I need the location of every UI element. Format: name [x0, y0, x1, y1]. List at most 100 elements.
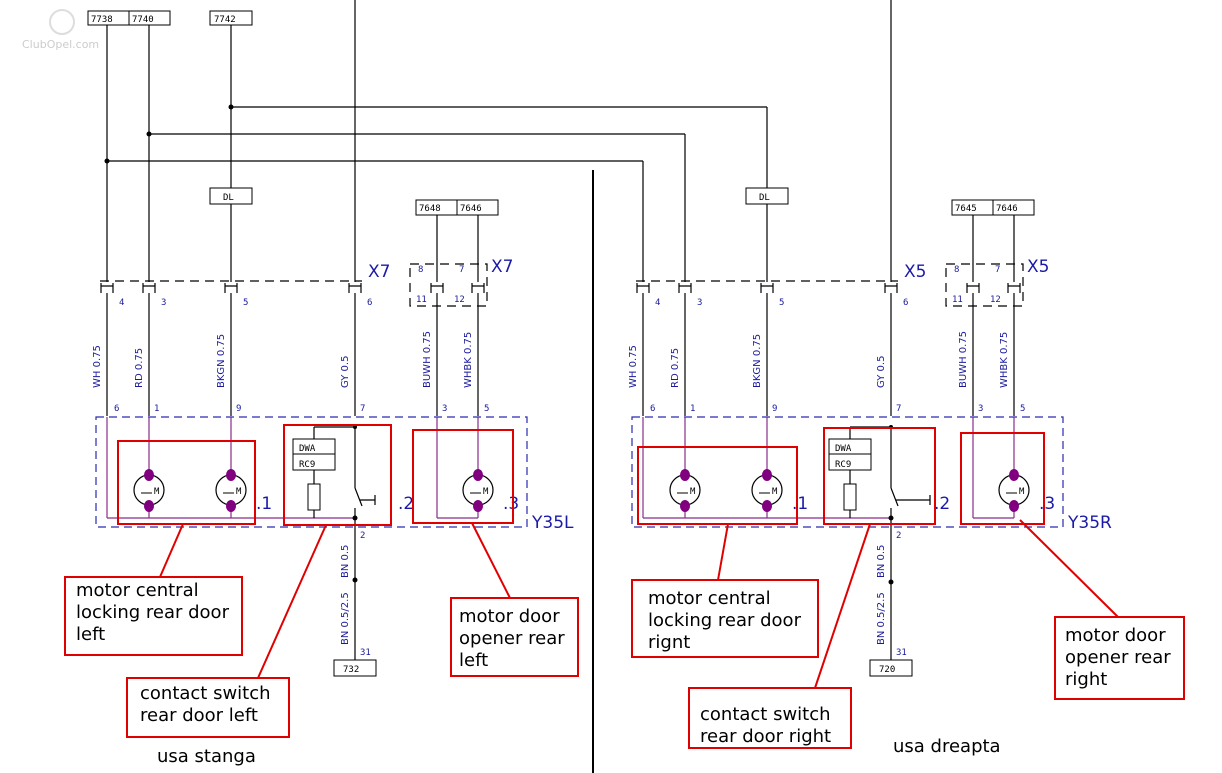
svg-text:opener rear: opener rear [459, 628, 565, 649]
svg-text:1: 1 [690, 404, 695, 414]
svg-text:X7: X7 [491, 257, 513, 277]
svg-text:7646: 7646 [996, 204, 1018, 214]
svg-text:DL: DL [759, 193, 770, 203]
motor-icon: M [215, 469, 247, 512]
svg-text:4: 4 [119, 298, 124, 308]
connector-x5-right: X5 4 3 5 6 [636, 262, 926, 308]
svg-text:7646: 7646 [460, 204, 482, 214]
svg-text:M: M [154, 487, 160, 497]
svg-text:motor central: motor central [648, 588, 771, 609]
label-opener-left: motor door opener rear left [450, 597, 579, 677]
svg-text:Y35R: Y35R [1067, 513, 1112, 533]
svg-text:3: 3 [161, 298, 166, 308]
svg-text:BN 0.5: BN 0.5 [876, 545, 887, 578]
svg-text:3: 3 [978, 404, 983, 414]
svg-text:X7: X7 [368, 262, 390, 282]
svg-text:11: 11 [416, 295, 427, 305]
svg-text:locking rear door: locking rear door [648, 610, 802, 631]
ground-left: 2 BN 0.5 BN 0.5/2.5 31 732 [333, 531, 377, 677]
svg-text:7: 7 [459, 265, 464, 275]
label-opener-right: motor door opener rear right [1054, 616, 1185, 700]
svg-text:M: M [690, 487, 696, 497]
svg-text:2: 2 [896, 531, 901, 541]
svg-text:X5: X5 [904, 262, 926, 282]
svg-text:7: 7 [360, 404, 365, 414]
svg-text:4: 4 [655, 298, 660, 308]
svg-text:RC9: RC9 [299, 460, 315, 470]
svg-text:31: 31 [896, 648, 907, 658]
svg-text:720: 720 [879, 665, 895, 675]
side-label-left: usa stanga [157, 746, 256, 767]
svg-text:left: left [76, 624, 105, 645]
fuse-group-right-pair: 7645 7646 [951, 199, 1035, 282]
svg-text:WHBK 0.75: WHBK 0.75 [463, 332, 474, 388]
svg-text:BUWH 0.75: BUWH 0.75 [422, 331, 433, 388]
svg-text:5: 5 [243, 298, 248, 308]
svg-text:.2: .2 [934, 494, 950, 514]
label-contact-switch-left: contact switch rear door left [126, 677, 290, 738]
svg-text:5: 5 [484, 404, 489, 414]
svg-text:DWA: DWA [835, 444, 852, 454]
svg-text:5: 5 [779, 298, 784, 308]
svg-text:BUWH 0.75: BUWH 0.75 [958, 331, 969, 388]
svg-text:.1: .1 [792, 494, 808, 514]
svg-text:7645: 7645 [955, 204, 977, 214]
svg-text:2: 2 [360, 531, 365, 541]
svg-text:.3: .3 [1039, 494, 1055, 514]
svg-text:.1: .1 [256, 494, 272, 514]
ground-right: 2 BN 0.5 BN 0.5/2.5 31 720 [869, 531, 913, 677]
label-motor-central-left: motor central locking rear door left [64, 576, 243, 656]
svg-text:rear door right: rear door right [700, 726, 831, 747]
dl-box-right: DL [745, 187, 789, 205]
watermark-text: ClubOpel.com [22, 38, 99, 51]
svg-text:.2: .2 [398, 494, 414, 514]
annotation-highlights-right [637, 427, 1119, 689]
svg-text:.3: .3 [503, 494, 519, 514]
annotation-highlights-left [117, 424, 514, 679]
svg-text:3: 3 [697, 298, 702, 308]
svg-text:12: 12 [454, 295, 465, 305]
svg-text:opener rear: opener rear [1065, 647, 1171, 668]
svg-text:12: 12 [990, 295, 1001, 305]
side-label-right: usa dreapta [893, 736, 1001, 757]
svg-text:3: 3 [442, 404, 447, 414]
svg-text:right: right [1065, 669, 1107, 690]
svg-text:1: 1 [154, 404, 159, 414]
svg-text:6: 6 [903, 298, 908, 308]
connector-x5-side: X5 8 7 11 12 [945, 257, 1049, 307]
harness-right: WH 0.75 RD 0.75 BKGN 0.75 GY 0.5 BUWH 0.… [628, 293, 1025, 416]
svg-text:contact switch: contact switch [140, 683, 271, 704]
svg-text:RD 0.75: RD 0.75 [670, 348, 681, 388]
fuse-group-top-mid: 7742 [209, 10, 253, 26]
motor-icon: M [669, 469, 701, 512]
svg-text:WH 0.75: WH 0.75 [628, 345, 639, 388]
svg-text:6: 6 [114, 404, 119, 414]
svg-text:WHBK 0.75: WHBK 0.75 [999, 332, 1010, 388]
svg-text:DWA: DWA [299, 444, 316, 454]
svg-text:motor central: motor central [76, 580, 199, 601]
svg-text:M: M [236, 487, 242, 497]
svg-text:GY 0.5: GY 0.5 [876, 356, 887, 388]
svg-text:6: 6 [650, 404, 655, 414]
svg-text:31: 31 [360, 648, 371, 658]
svg-text:11: 11 [952, 295, 963, 305]
svg-text:BN 0.5/2.5: BN 0.5/2.5 [876, 592, 887, 645]
svg-text:M: M [483, 487, 489, 497]
motor-icon: M [998, 469, 1030, 512]
svg-text:Y35L: Y35L [531, 513, 574, 533]
dl-box-left: DL [209, 187, 253, 205]
fuse-7742: 7742 [214, 15, 236, 25]
svg-text:9: 9 [772, 404, 777, 414]
svg-text:8: 8 [418, 265, 423, 275]
svg-text:motor door: motor door [459, 606, 560, 627]
svg-text:WH 0.75: WH 0.75 [92, 345, 103, 388]
svg-text:BN 0.5/2.5: BN 0.5/2.5 [340, 592, 351, 645]
svg-text:7: 7 [995, 265, 1000, 275]
svg-text:X5: X5 [1027, 257, 1049, 277]
svg-text:rear door left: rear door left [140, 705, 258, 726]
svg-text:5: 5 [1020, 404, 1025, 414]
svg-text:DL: DL [223, 193, 234, 203]
component-y35r: Y35R M M M .1 [631, 416, 1112, 545]
connector-x7-left: X7 4 3 5 6 [100, 262, 390, 308]
svg-text:GY 0.5: GY 0.5 [340, 356, 351, 388]
